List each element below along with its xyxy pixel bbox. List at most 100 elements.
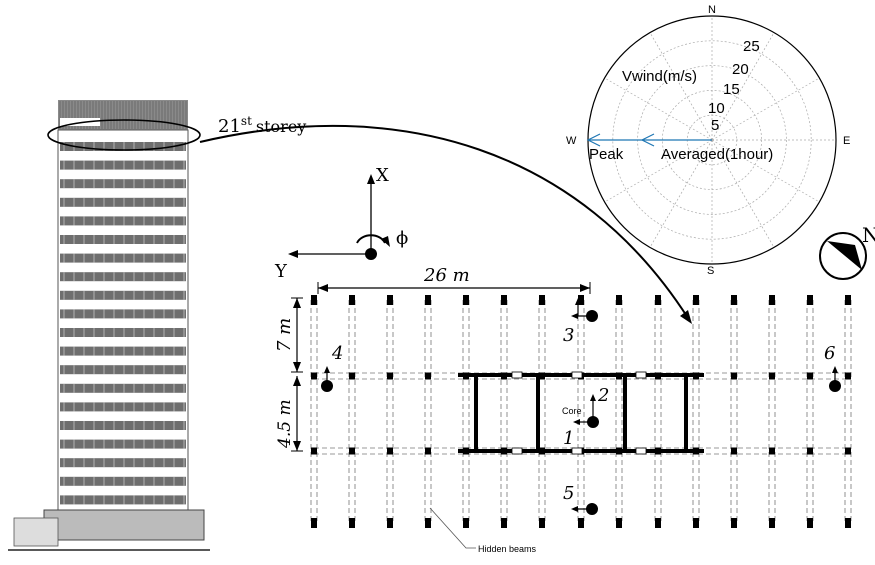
sensor-5: 5 xyxy=(563,483,598,515)
floor-plan: 26 m 7 m 4.5 m 1 2 Core xyxy=(274,265,852,554)
column xyxy=(731,447,737,455)
direction-spoke xyxy=(711,32,775,141)
storey-to-plan-arrow xyxy=(199,124,689,319)
y-axis-arrow xyxy=(288,250,298,258)
window-band xyxy=(60,235,186,244)
column xyxy=(349,447,355,455)
column xyxy=(349,295,355,305)
wind-rose: N E S W Vwind(m/s) 5 10 15 20 25 Peak Av… xyxy=(566,4,850,277)
hidden-beams-label: Hidden beams xyxy=(478,544,537,554)
rotation-arrow xyxy=(381,236,390,247)
north-indicator: N xyxy=(819,223,875,280)
x-axis-label: X xyxy=(376,165,389,186)
x-axis-arrow xyxy=(367,174,375,184)
column xyxy=(387,295,393,305)
window-band xyxy=(60,346,186,356)
averaged-label: Averaged(1hour) xyxy=(661,146,773,163)
compass-e: E xyxy=(843,135,850,147)
window-band xyxy=(60,328,186,337)
column xyxy=(616,518,622,528)
sensor-6-label: 6 xyxy=(824,343,835,364)
direction-spoke xyxy=(649,32,713,141)
window-band xyxy=(60,160,186,170)
column xyxy=(311,447,317,455)
y-axis-label: Y xyxy=(274,261,288,282)
peak-label: Peak xyxy=(589,146,624,163)
ring-label-15: 15 xyxy=(723,81,740,98)
origin-dot xyxy=(365,248,377,260)
window-band xyxy=(60,290,186,300)
wind-rose-grid xyxy=(588,16,836,264)
column xyxy=(425,372,431,380)
column xyxy=(349,372,355,380)
column xyxy=(539,518,545,528)
column xyxy=(349,518,355,528)
column xyxy=(578,295,584,305)
window-band xyxy=(60,253,186,263)
column xyxy=(807,372,813,380)
sensor-3: 3 xyxy=(563,298,598,346)
dimension-4-5m: 4.5 m xyxy=(275,376,303,452)
column xyxy=(731,372,737,380)
window-band xyxy=(60,179,186,189)
podium-base xyxy=(43,509,205,541)
window-band xyxy=(60,383,186,393)
column xyxy=(731,518,737,528)
ring-label-20: 20 xyxy=(732,61,749,78)
window-band xyxy=(60,402,186,412)
ring-label-25: 25 xyxy=(743,38,760,55)
window-bands xyxy=(60,142,186,505)
column xyxy=(463,295,469,305)
compass-s: S xyxy=(707,265,714,277)
sensor-6: 6 xyxy=(824,343,841,392)
column xyxy=(845,518,851,528)
wind-speed-title: Vwind(m/s) xyxy=(622,68,697,85)
window-band xyxy=(60,421,186,430)
direction-spoke xyxy=(711,139,820,203)
column xyxy=(387,447,393,455)
direction-spoke xyxy=(604,77,713,141)
column xyxy=(845,295,851,305)
sensor-1-label: 1 xyxy=(563,428,574,449)
sensor-4: 4 xyxy=(321,343,343,392)
building-elevation xyxy=(8,100,210,551)
column xyxy=(311,295,317,305)
window-band xyxy=(60,495,186,505)
column xyxy=(769,518,775,528)
core-label: Core xyxy=(562,406,582,416)
column xyxy=(769,372,775,380)
hidden-beams-leader xyxy=(429,507,476,549)
arrow-head xyxy=(680,310,692,324)
dimension-4-5m-label: 4.5 m xyxy=(275,399,295,449)
window-band xyxy=(60,476,186,486)
window-band xyxy=(60,142,186,151)
direction-spoke xyxy=(649,139,713,248)
compass-n: N xyxy=(708,4,716,16)
sensor-1: 1 2 Core xyxy=(562,385,609,449)
columns xyxy=(311,295,851,528)
ring-label-5: 5 xyxy=(711,117,719,134)
column xyxy=(387,518,393,528)
window-band xyxy=(60,272,186,282)
column xyxy=(807,447,813,455)
sensor-2-label: 2 xyxy=(597,385,609,406)
column xyxy=(463,518,469,528)
peak-wind-arrowhead xyxy=(586,133,601,147)
column xyxy=(311,518,317,528)
window-band xyxy=(60,439,186,449)
window-band xyxy=(60,309,186,319)
sensor-4-label: 4 xyxy=(331,343,343,364)
column xyxy=(578,518,584,528)
wall-openings xyxy=(511,371,647,455)
storey-highlight-ellipse xyxy=(47,119,201,151)
direction-spoke xyxy=(711,139,775,248)
dimension-26m: 26 m xyxy=(317,265,591,294)
column xyxy=(655,295,661,305)
column xyxy=(845,447,851,455)
window-band xyxy=(60,365,186,375)
column xyxy=(655,518,661,528)
dimension-7m: 7 m xyxy=(274,297,303,373)
column xyxy=(693,518,699,528)
speed-ring xyxy=(612,40,812,240)
